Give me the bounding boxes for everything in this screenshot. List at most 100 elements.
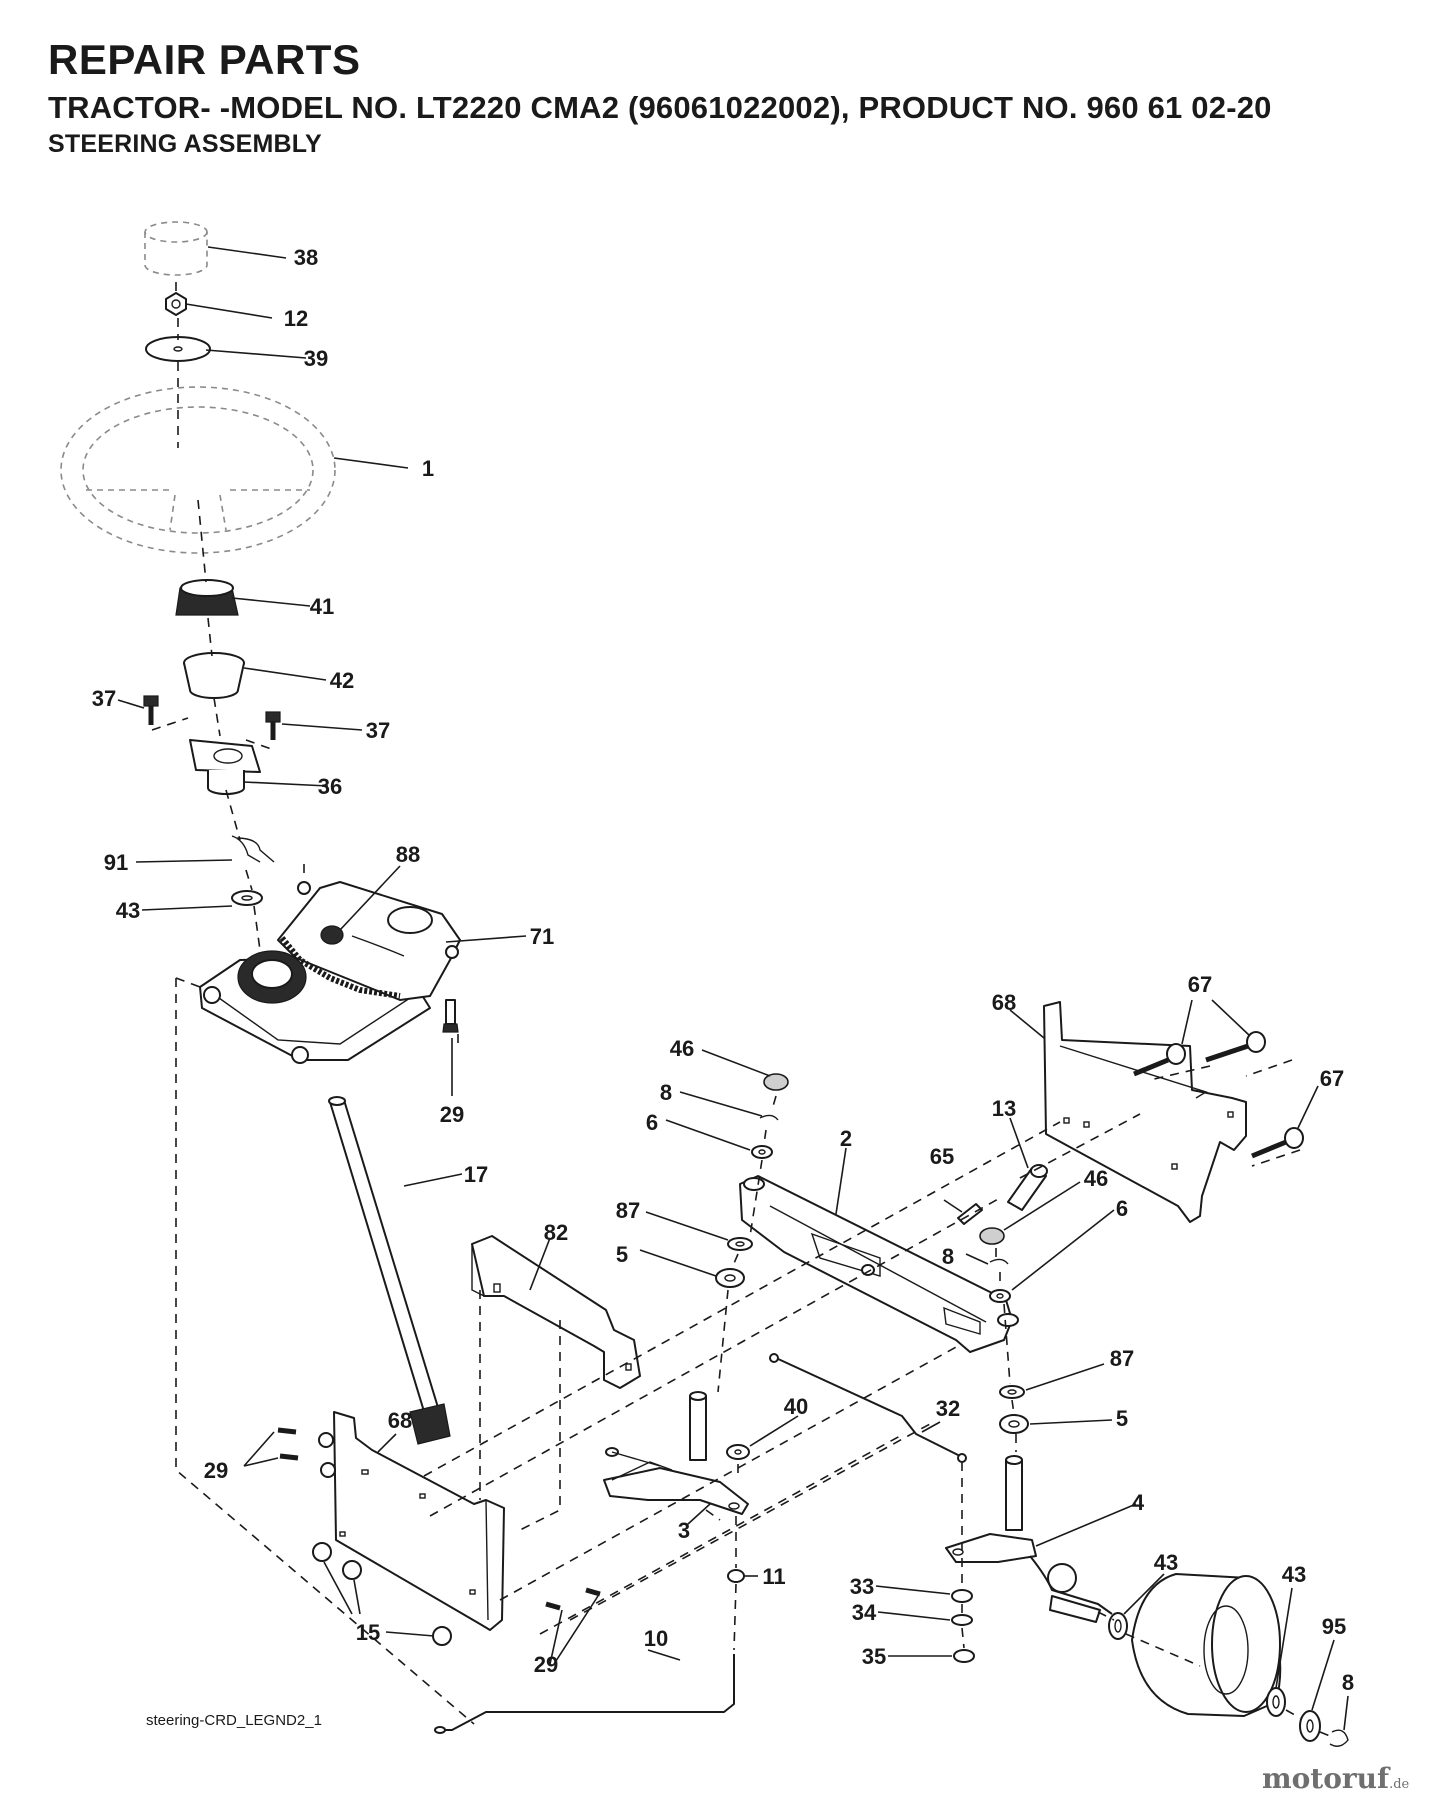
callout-41: 41 bbox=[310, 594, 334, 619]
part-3-spindle-left bbox=[603, 1391, 749, 1515]
callout-46-left: 46 bbox=[670, 1036, 694, 1061]
part-87-washer-left bbox=[727, 1237, 753, 1251]
part-42-bushing bbox=[183, 652, 245, 699]
callout-71: 71 bbox=[530, 924, 554, 949]
callout-88: 88 bbox=[396, 842, 420, 867]
callout-6-left: 6 bbox=[646, 1110, 658, 1135]
callout-29-lower: 29 bbox=[534, 1652, 558, 1677]
callout-5-right: 5 bbox=[1116, 1406, 1128, 1431]
assembly-lines bbox=[151, 282, 1331, 1737]
part-36-flange-bearing bbox=[189, 739, 261, 795]
callout-46-right: 46 bbox=[1084, 1166, 1108, 1191]
callout-43-upper: 43 bbox=[116, 898, 140, 923]
part-6-washer-left bbox=[751, 1145, 773, 1159]
callout-42: 42 bbox=[330, 668, 354, 693]
part-38-cap bbox=[144, 221, 208, 276]
part-6-washer-right bbox=[989, 1289, 1011, 1303]
callout-10: 10 bbox=[644, 1626, 668, 1651]
callout-95: 95 bbox=[1322, 1614, 1346, 1639]
part-5-spacer-left bbox=[715, 1268, 745, 1288]
callout-8-right: 8 bbox=[942, 1244, 954, 1269]
part-46-cap-right bbox=[979, 1227, 1005, 1245]
part-87-washer-right bbox=[999, 1385, 1025, 1399]
callout-87-left: 87 bbox=[616, 1198, 640, 1223]
callout-4: 4 bbox=[1132, 1490, 1145, 1515]
part-40-washer bbox=[726, 1444, 750, 1460]
callout-68-right: 68 bbox=[992, 990, 1016, 1015]
page-title: REPAIR PARTS bbox=[48, 36, 361, 83]
part-43-washer-wheel-inner bbox=[1108, 1612, 1128, 1640]
callout-34: 34 bbox=[852, 1600, 877, 1625]
callout-29-gearbox: 29 bbox=[440, 1102, 464, 1127]
callout-12: 12 bbox=[284, 306, 308, 331]
callout-1: 1 bbox=[422, 456, 434, 481]
part-67-bolts bbox=[1133, 1031, 1304, 1159]
callout-68-left: 68 bbox=[388, 1408, 412, 1433]
part-34-washer bbox=[951, 1614, 973, 1626]
part-95-washer bbox=[1299, 1710, 1321, 1742]
part-29-bolt-gearbox bbox=[442, 999, 459, 1033]
callout-87-right: 87 bbox=[1110, 1346, 1134, 1371]
leader-lines bbox=[117, 246, 1349, 1731]
part-68-plate-left bbox=[318, 1411, 505, 1631]
callout-39: 39 bbox=[304, 346, 328, 371]
callout-8-wheel: 8 bbox=[1342, 1670, 1354, 1695]
part-68-plate-right bbox=[1043, 1001, 1247, 1223]
callout-29-left: 29 bbox=[204, 1458, 228, 1483]
callout-67-upper: 67 bbox=[1188, 972, 1212, 997]
part-29-bolts-lower bbox=[545, 1587, 601, 1611]
part-71-gearbox bbox=[199, 881, 461, 1064]
callout-8-left: 8 bbox=[660, 1080, 672, 1105]
callout-65: 65 bbox=[930, 1144, 954, 1169]
callout-5-left: 5 bbox=[616, 1242, 628, 1267]
callout-11: 11 bbox=[762, 1564, 785, 1589]
part-8-clip-left bbox=[759, 1114, 779, 1121]
part-1-steering-wheel bbox=[60, 386, 336, 554]
callout-38: 38 bbox=[294, 245, 318, 270]
part-15-nuts bbox=[312, 1542, 452, 1646]
part-37-bolt-left bbox=[143, 695, 159, 725]
watermark-brand: motoruf bbox=[1262, 1762, 1390, 1795]
part-13-spacer bbox=[1007, 1164, 1048, 1211]
part-43-washer-upper bbox=[231, 890, 263, 906]
callout-17: 17 bbox=[464, 1162, 488, 1187]
callout-labels: 38 12 39 1 41 42 37 37 36 91 88 43 71 29… bbox=[92, 245, 1354, 1695]
callout-82: 82 bbox=[544, 1220, 568, 1245]
part-91-hairpin-clip bbox=[231, 835, 275, 863]
watermark-logo: motoruf.de bbox=[1262, 1762, 1409, 1795]
part-32-drag-link bbox=[769, 1353, 967, 1463]
callout-33: 33 bbox=[850, 1574, 874, 1599]
callout-43-wheel-inner: 43 bbox=[1154, 1550, 1178, 1575]
part-12-nut bbox=[165, 292, 187, 316]
part-65-pin bbox=[957, 1203, 983, 1225]
part-35-nut bbox=[953, 1649, 975, 1663]
drawing-code: steering-CRD_LEGND2_1 bbox=[146, 1712, 322, 1729]
callout-37-right: 37 bbox=[366, 718, 390, 743]
callout-15: 15 bbox=[356, 1620, 380, 1645]
callout-40: 40 bbox=[784, 1394, 808, 1419]
part-43-washer-wheel-outer bbox=[1266, 1687, 1286, 1717]
part-41-adapter bbox=[175, 579, 239, 616]
callout-35: 35 bbox=[862, 1644, 886, 1669]
callout-32: 32 bbox=[936, 1396, 960, 1421]
part-46-cap-left bbox=[763, 1073, 789, 1091]
callout-37-left: 37 bbox=[92, 686, 116, 711]
section-title: STEERING ASSEMBLY bbox=[48, 130, 322, 158]
callout-43-wheel-outer: 43 bbox=[1282, 1562, 1306, 1587]
part-2-front-axle bbox=[739, 1175, 1019, 1353]
part-33-washer bbox=[951, 1589, 973, 1603]
part-17-steering-shaft bbox=[328, 1096, 451, 1445]
part-82-bracket bbox=[471, 1235, 641, 1389]
part-5-spacer-right bbox=[999, 1414, 1029, 1434]
callout-6-right: 6 bbox=[1116, 1196, 1128, 1221]
part-8-clip-wheel bbox=[1329, 1729, 1349, 1747]
watermark-tld: .de bbox=[1389, 1777, 1410, 1792]
callout-2: 2 bbox=[840, 1126, 852, 1151]
callout-36: 36 bbox=[318, 774, 342, 799]
front-wheel bbox=[1131, 1573, 1282, 1717]
part-8-clip-right bbox=[989, 1258, 1009, 1265]
model-subtitle: TRACTOR- -MODEL NO. LT2220 CMA2 (9606102… bbox=[48, 90, 1272, 125]
part-10-tie-rod bbox=[434, 1654, 735, 1734]
callout-67-lower: 67 bbox=[1320, 1066, 1344, 1091]
